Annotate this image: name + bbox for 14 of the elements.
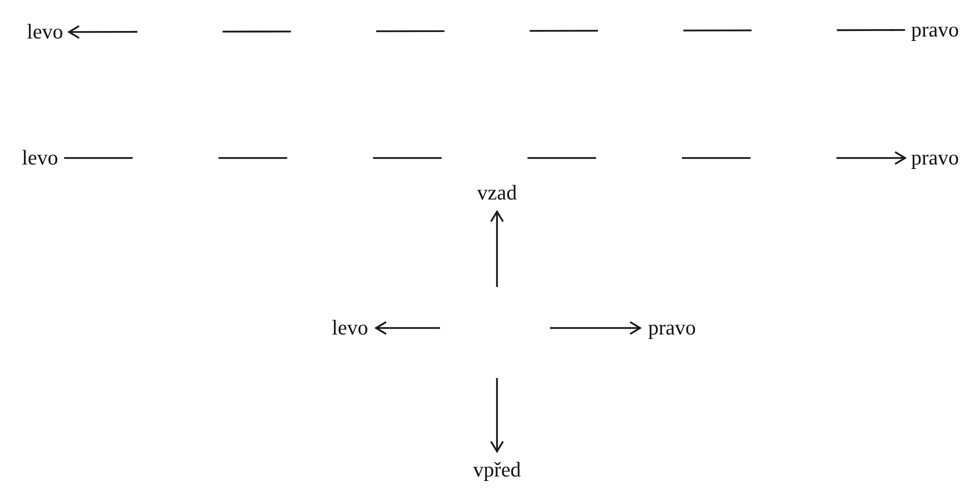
direction-label: levo (330, 315, 370, 341)
direction-label: pravo (646, 315, 698, 341)
direction-label: pravo (909, 145, 961, 171)
arrow (490, 378, 504, 452)
arrow (490, 210, 504, 287)
direction-label: levo (20, 145, 60, 171)
direction-label: pravo (909, 17, 961, 43)
dashed-arrow (68, 25, 906, 39)
dashed-arrow (64, 151, 906, 165)
arrow (375, 321, 440, 335)
direction-label: levo (24, 19, 66, 45)
arrow (550, 321, 641, 335)
direction-label: vzad (475, 180, 519, 206)
direction-label: vpřed (471, 457, 523, 483)
